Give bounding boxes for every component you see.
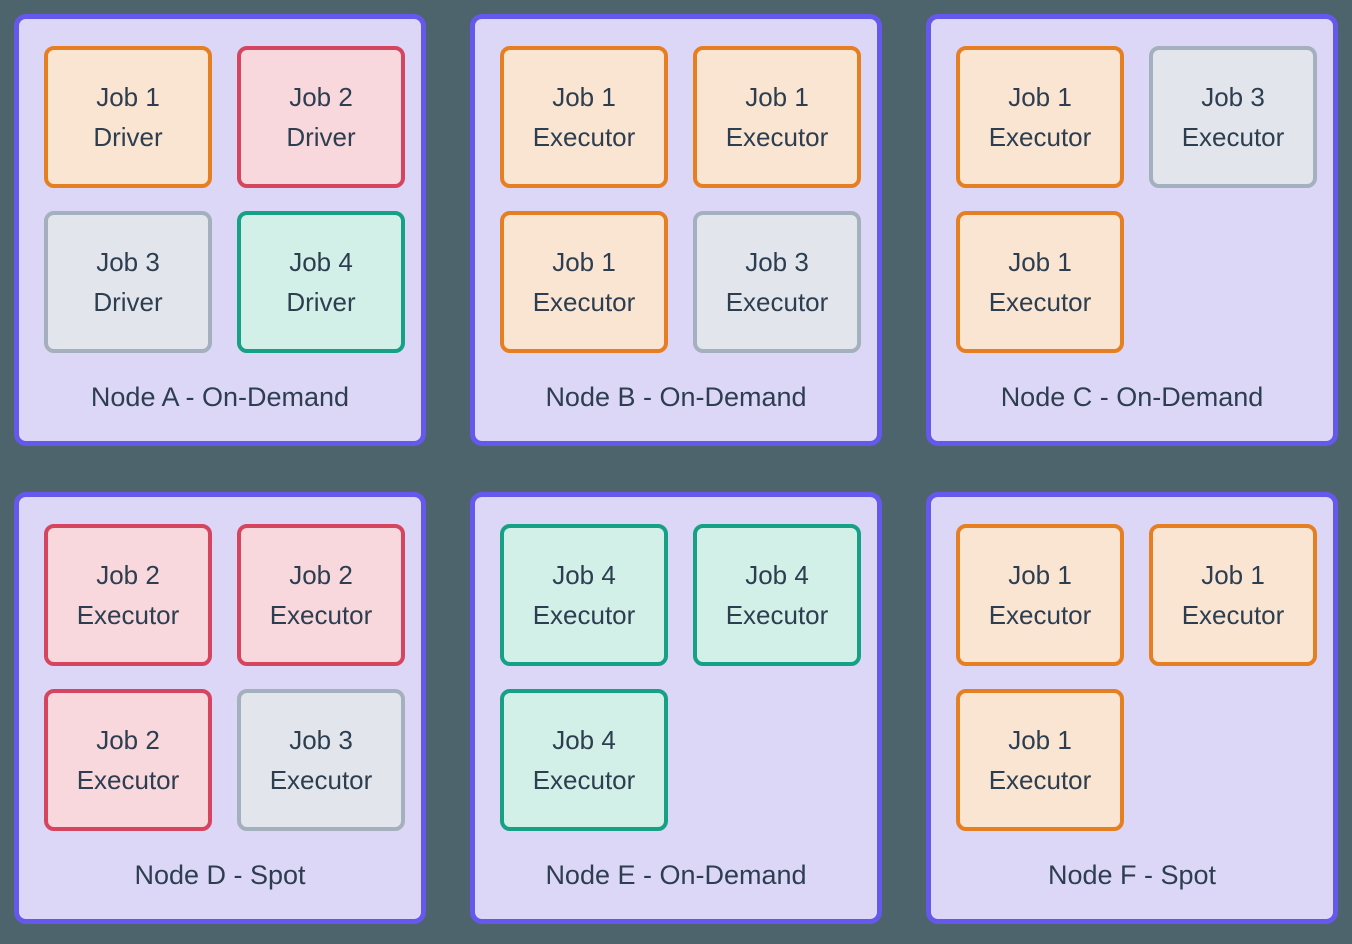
job-role: Executor [269,765,373,795]
job-name: Job 2 [96,725,160,755]
job-role: Executor [988,765,1092,795]
job-name: Job 1 [1008,82,1072,112]
job-box: Job 1 Driver [44,46,212,188]
node-label: Node C - On-Demand [1000,381,1264,412]
job-name: Job 1 [1008,725,1072,755]
job-grid: Job 2 Executor Job 2 Executor Job 2 Exec… [44,524,405,831]
job-role: Executor [988,600,1092,630]
job-box: Job 2 Executor [237,524,405,666]
job-name: Job 4 [289,247,353,277]
job-role: Executor [76,600,180,630]
job-name: Job 2 [289,82,353,112]
job-role: Executor [269,600,373,630]
job-role: Executor [725,122,829,152]
job-grid: Job 1 Driver Job 2 Driver Job 3 Driver J… [44,46,405,353]
job-name: Job 4 [745,560,809,590]
job-grid: Job 4 Executor Job 4 Executor Job 4 Exec… [500,524,861,831]
job-name: Job 1 [552,247,616,277]
job-name: Job 1 [745,82,809,112]
node-label: Node F - Spot [1047,859,1217,890]
job-name: Job 3 [289,725,353,755]
job-role: Executor [532,122,636,152]
node-label: Node B - On-Demand [545,381,807,412]
job-box: Job 1 Executor [956,689,1124,831]
job-box: Job 3 Driver [44,211,212,353]
job-role: Executor [725,287,829,317]
node-card-c: Job 1 Executor Job 3 Executor Job 1 Exec… [926,14,1338,446]
job-box: Job 3 Executor [1149,46,1317,188]
node-label: Node E - On-Demand [545,859,807,890]
job-box: Job 2 Executor [44,689,212,831]
job-box: Job 2 Driver [237,46,405,188]
node-card-d: Job 2 Executor Job 2 Executor Job 2 Exec… [14,492,426,924]
job-role: Executor [532,287,636,317]
node-label: Node A - On-Demand [90,381,350,412]
job-role: Executor [532,600,636,630]
job-role: Executor [988,122,1092,152]
job-name: Job 4 [552,725,616,755]
job-name: Job 1 [1008,247,1072,277]
job-box: Job 4 Executor [693,524,861,666]
job-name: Job 1 [552,82,616,112]
job-name: Job 1 [96,82,160,112]
job-name: Job 3 [745,247,809,277]
job-role: Executor [988,287,1092,317]
job-role: Executor [76,765,180,795]
job-box: Job 1 Executor [500,211,668,353]
job-role: Executor [1181,122,1285,152]
job-name: Job 2 [289,560,353,590]
node-card-f: Job 1 Executor Job 1 Executor Job 1 Exec… [926,492,1338,924]
job-role: Driver [93,122,163,152]
job-box: Job 1 Executor [956,46,1124,188]
job-role: Driver [286,122,356,152]
job-grid: Job 1 Executor Job 3 Executor Job 1 Exec… [956,46,1317,353]
job-box: Job 4 Executor [500,689,668,831]
job-grid: Job 1 Executor Job 1 Executor Job 1 Exec… [500,46,861,353]
job-name: Job 4 [552,560,616,590]
job-role: Driver [93,287,163,317]
job-name: Job 1 [1201,560,1265,590]
job-box: Job 2 Executor [44,524,212,666]
job-name: Job 2 [96,560,160,590]
job-box: Job 4 Executor [500,524,668,666]
job-role: Executor [532,765,636,795]
job-name: Job 3 [1201,82,1265,112]
node-card-e: Job 4 Executor Job 4 Executor Job 4 Exec… [470,492,882,924]
job-role: Executor [1181,600,1285,630]
job-box: Job 1 Executor [693,46,861,188]
job-box: Job 4 Driver [237,211,405,353]
job-grid: Job 1 Executor Job 1 Executor Job 1 Exec… [956,524,1317,831]
job-name: Job 3 [96,247,160,277]
job-role: Driver [286,287,356,317]
node-card-a: Job 1 Driver Job 2 Driver Job 3 Driver J… [14,14,426,446]
job-name: Job 1 [1008,560,1072,590]
job-box: Job 3 Executor [693,211,861,353]
job-box: Job 1 Executor [956,211,1124,353]
node-label: Node D - Spot [134,859,306,890]
job-box: Job 1 Executor [1149,524,1317,666]
job-role: Executor [725,600,829,630]
job-box: Job 1 Executor [500,46,668,188]
node-card-b: Job 1 Executor Job 1 Executor Job 1 Exec… [470,14,882,446]
job-box: Job 1 Executor [956,524,1124,666]
job-box: Job 3 Executor [237,689,405,831]
